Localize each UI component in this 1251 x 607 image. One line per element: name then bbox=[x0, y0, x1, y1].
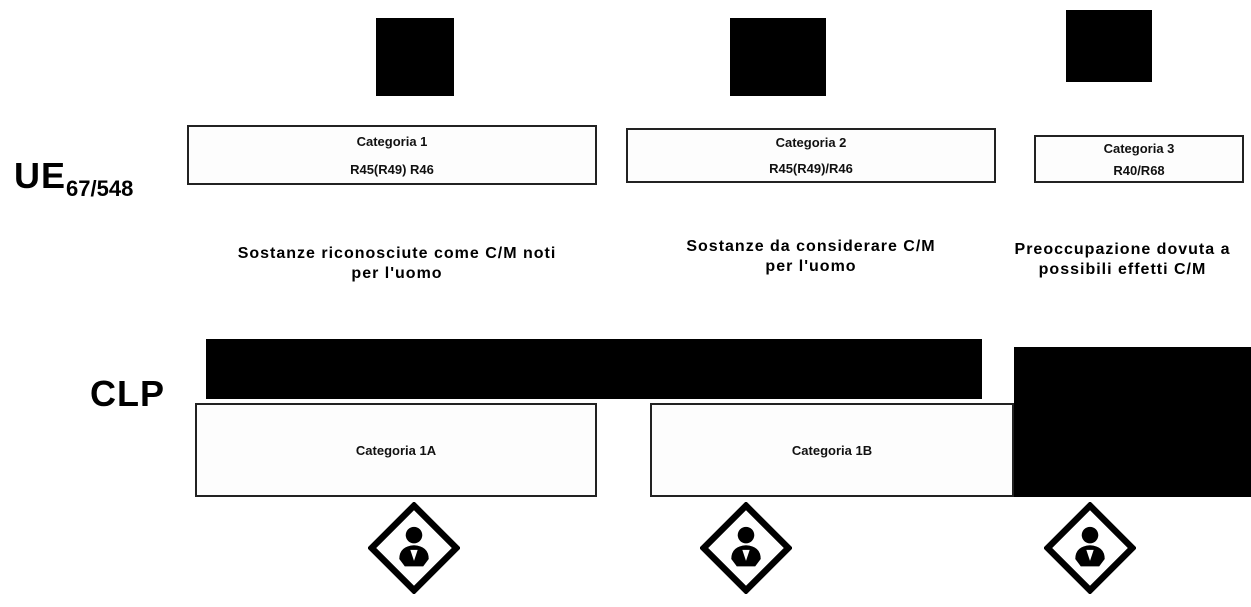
ue-category-title: Categoria 1 bbox=[356, 133, 428, 149]
health-hazard-icon bbox=[368, 502, 460, 594]
clp-category-box-1a: Categoria 1A bbox=[195, 403, 597, 497]
ue-category-code: R40/R68 bbox=[1113, 162, 1165, 178]
ue-cat1-header-block bbox=[376, 18, 454, 96]
ue-description-2: Sostanze da considerare C/M per l'uomo bbox=[686, 238, 936, 275]
ue-category-title: Categoria 3 bbox=[1103, 140, 1175, 156]
clp-category-box-1b: Categoria 1B bbox=[650, 403, 1014, 497]
ue-description-3: Preoccupazione dovuta a possibili effett… bbox=[1014, 241, 1231, 278]
ue-label-sub: 67/548 bbox=[66, 176, 134, 201]
clp-category-2-block bbox=[1014, 347, 1251, 497]
clp-category-1-bar bbox=[206, 339, 982, 399]
ue-category-code: R45(R49) R46 bbox=[350, 161, 434, 177]
ue-category-box-3: Categoria 3 R40/R68 bbox=[1034, 135, 1244, 183]
ue-cat3-header-block bbox=[1066, 10, 1152, 82]
health-hazard-icon bbox=[1044, 502, 1136, 594]
ue-label-main: UE bbox=[14, 155, 67, 196]
ue-category-box-2: Categoria 2 R45(R49)/R46 bbox=[626, 128, 996, 183]
ue-category-code: R45(R49)/R46 bbox=[769, 160, 853, 176]
ue-cat2-header-block bbox=[730, 18, 826, 96]
clp-label: CLP bbox=[90, 373, 165, 414]
health-hazard-icon bbox=[700, 502, 792, 594]
ue-description-1: Sostanze riconosciute come C/M noti per … bbox=[237, 245, 557, 282]
ue-category-box-1: Categoria 1 R45(R49) R46 bbox=[187, 125, 597, 185]
clp-category-title: Categoria 1A bbox=[355, 442, 437, 458]
clp-category-title: Categoria 1B bbox=[791, 442, 873, 458]
ue-label: UE67/548 bbox=[14, 155, 133, 202]
ue-category-title: Categoria 2 bbox=[775, 135, 847, 151]
